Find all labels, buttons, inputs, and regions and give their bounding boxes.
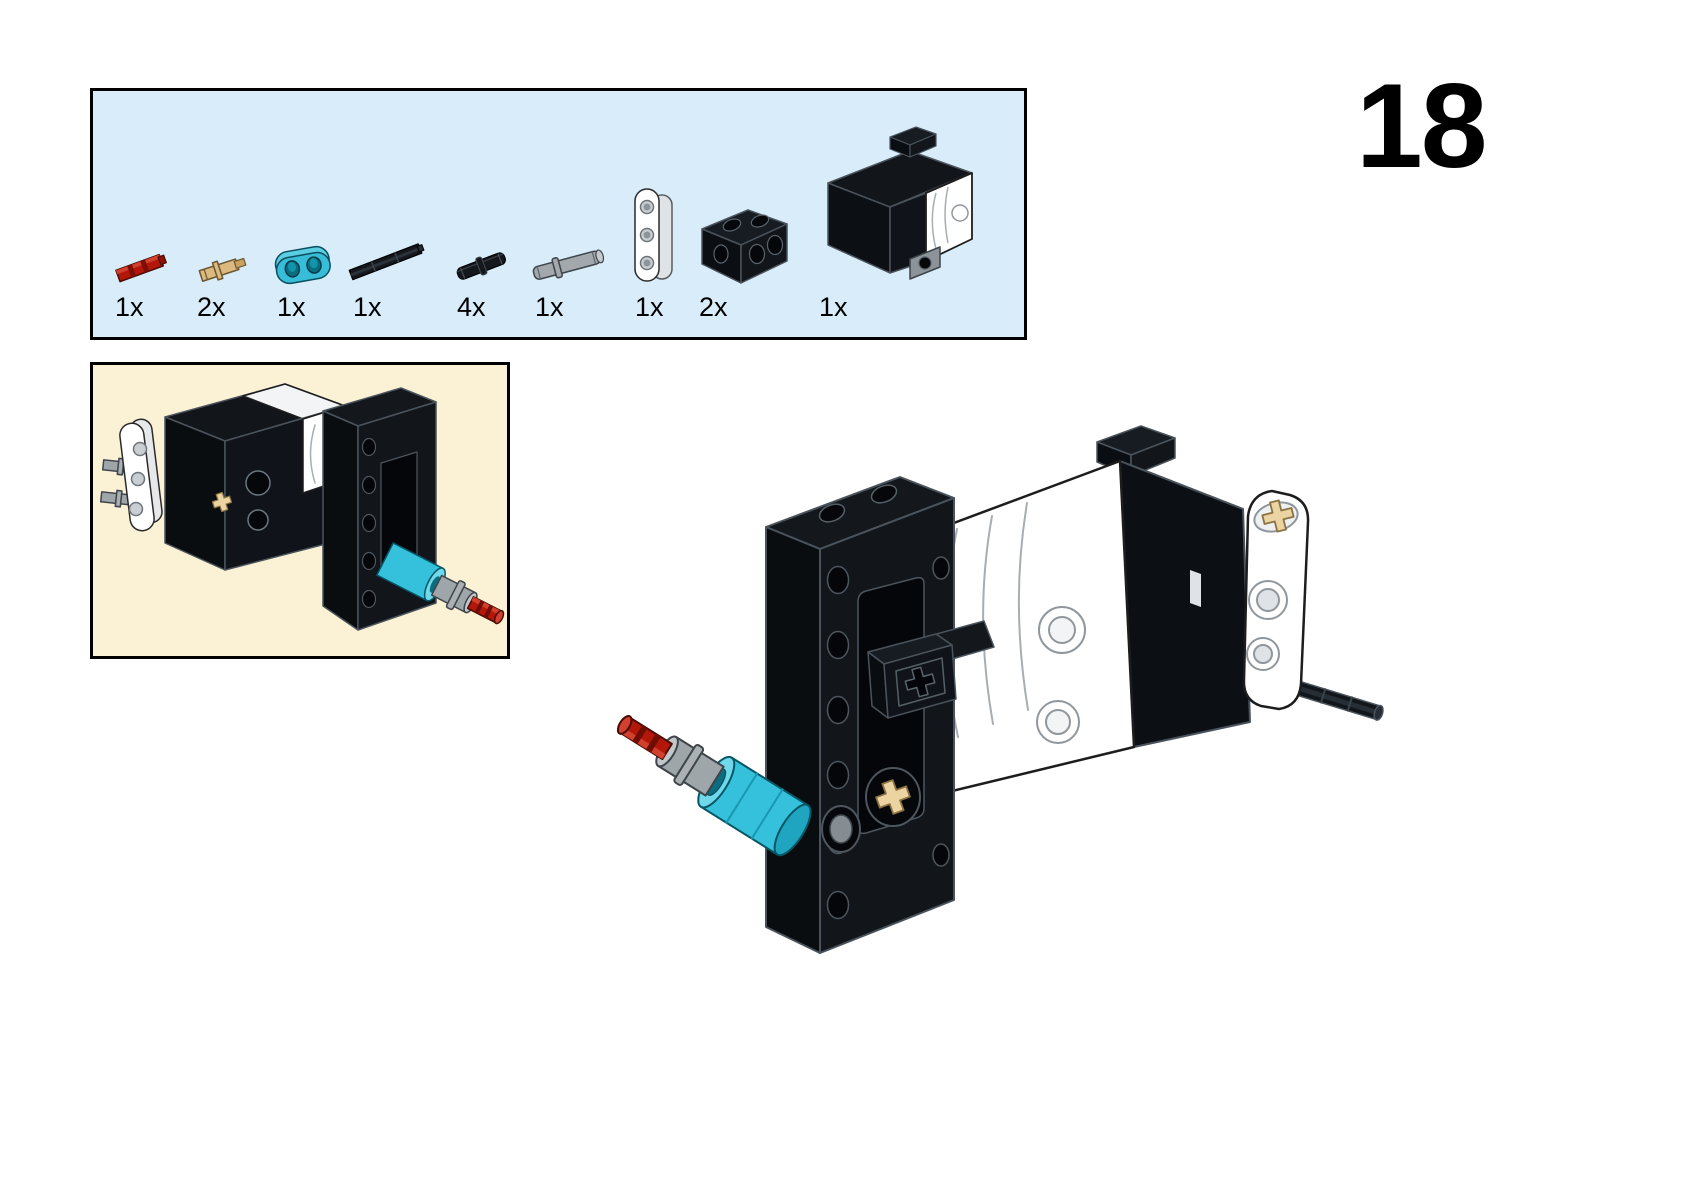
axle-3l-black-icon — [348, 243, 425, 281]
tan-axle-in-hole — [865, 767, 921, 827]
parts-list-box: 1x 2x — [90, 88, 1027, 340]
axle-connector-block — [867, 620, 995, 719]
subassembly-preview-box — [90, 362, 510, 659]
subassembly-preview-figure — [99, 383, 505, 631]
liftarm-thin-1x3-white-icon — [634, 188, 673, 283]
axle-2l-red-icon — [115, 254, 167, 283]
inset-tan-axle — [211, 491, 233, 513]
part-axle-3l-black: 1x — [341, 237, 437, 323]
part-qty: 2x — [699, 292, 728, 323]
part-liftarm-1x3-white: 1x — [623, 187, 685, 323]
inset-azure-assembly — [376, 542, 505, 625]
tan-cross-axle-end — [1261, 499, 1295, 533]
axle-3l-right — [1293, 680, 1384, 721]
inset-motor — [164, 383, 346, 571]
end-bracket-white — [1242, 489, 1310, 711]
step-number: 18 — [1356, 59, 1487, 193]
part-pin-3l-gray: 1x — [523, 243, 617, 323]
part-qty: 1x — [115, 292, 144, 323]
liftarm-thin-1x2-azure-icon — [274, 246, 331, 285]
part-qty: 1x — [819, 292, 848, 323]
part-axle-2l-red: 1x — [103, 245, 183, 323]
pin-3l-gray-icon — [532, 249, 605, 281]
motor-white-black-icon — [827, 126, 973, 281]
motor-frame-assembly-figure — [616, 425, 1384, 954]
part-qty: 1x — [277, 292, 306, 323]
technic-frame-5x7 — [765, 476, 955, 954]
part-pin-2l-black: 4x — [445, 241, 521, 323]
axle-hole-cross — [904, 666, 936, 698]
pin-2l-black-icon — [456, 252, 506, 281]
azure-tube-pin-assembly — [616, 715, 812, 857]
part-qty: 2x — [197, 292, 226, 323]
part-motor: 1x — [807, 121, 993, 323]
part-connector-block-black: 2x — [687, 197, 799, 323]
gray-pin-in-hole — [821, 805, 861, 853]
part-qty: 1x — [535, 292, 564, 323]
part-qty: 1x — [635, 292, 664, 323]
part-axle-pin-tan: 2x — [185, 247, 263, 323]
connector-block-black-icon — [701, 209, 788, 285]
axle-pin-tan-icon — [198, 258, 247, 283]
part-qty: 1x — [353, 292, 382, 323]
part-qty: 4x — [457, 292, 486, 323]
main-assembly-area — [600, 400, 1400, 980]
inset-white-liftarm — [99, 418, 163, 532]
part-liftarm-1x2-azure: 1x — [265, 241, 341, 323]
